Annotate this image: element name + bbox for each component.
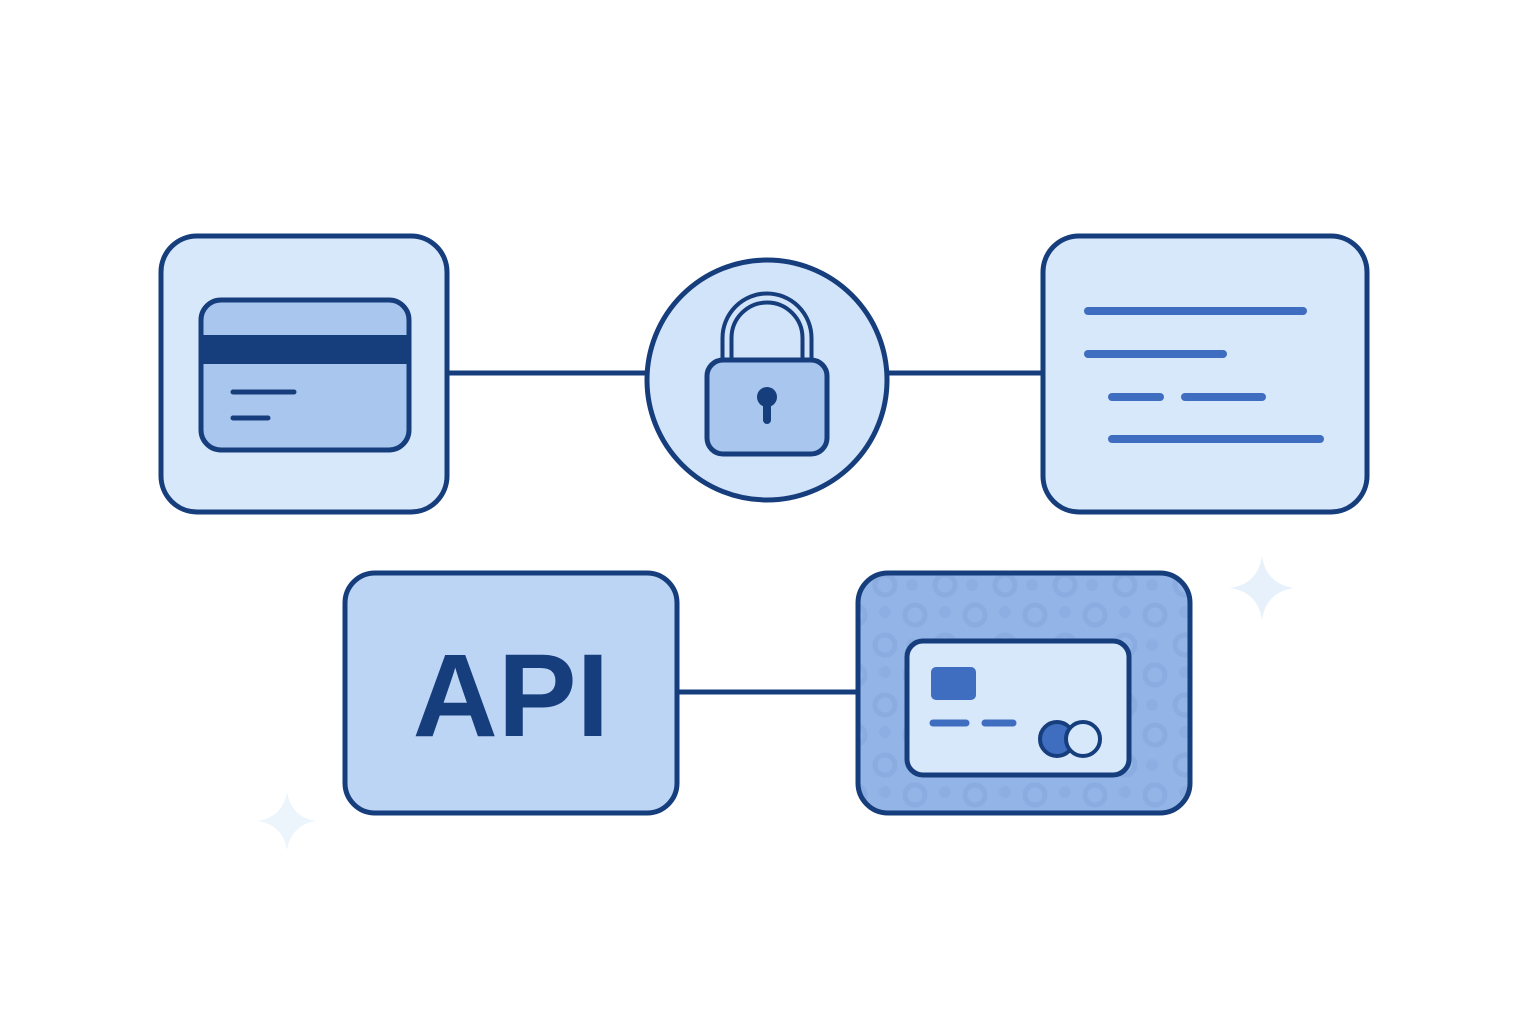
payment-card-panel [855, 570, 1193, 816]
api-label: API [413, 630, 610, 762]
padlock-icon [704, 291, 830, 457]
card-brand-circle-icon [1064, 720, 1102, 758]
payment-card-icon [904, 638, 1132, 778]
api-panel: API [342, 570, 680, 816]
text-lines-icon [1084, 307, 1324, 443]
lock-panel [644, 257, 890, 503]
sparkle-icon [258, 792, 316, 850]
sparkle-icon [1230, 556, 1294, 620]
document-panel [1040, 233, 1370, 515]
chip-icon [931, 667, 976, 700]
credit-card-icon [198, 297, 412, 453]
card-panel [158, 233, 450, 515]
